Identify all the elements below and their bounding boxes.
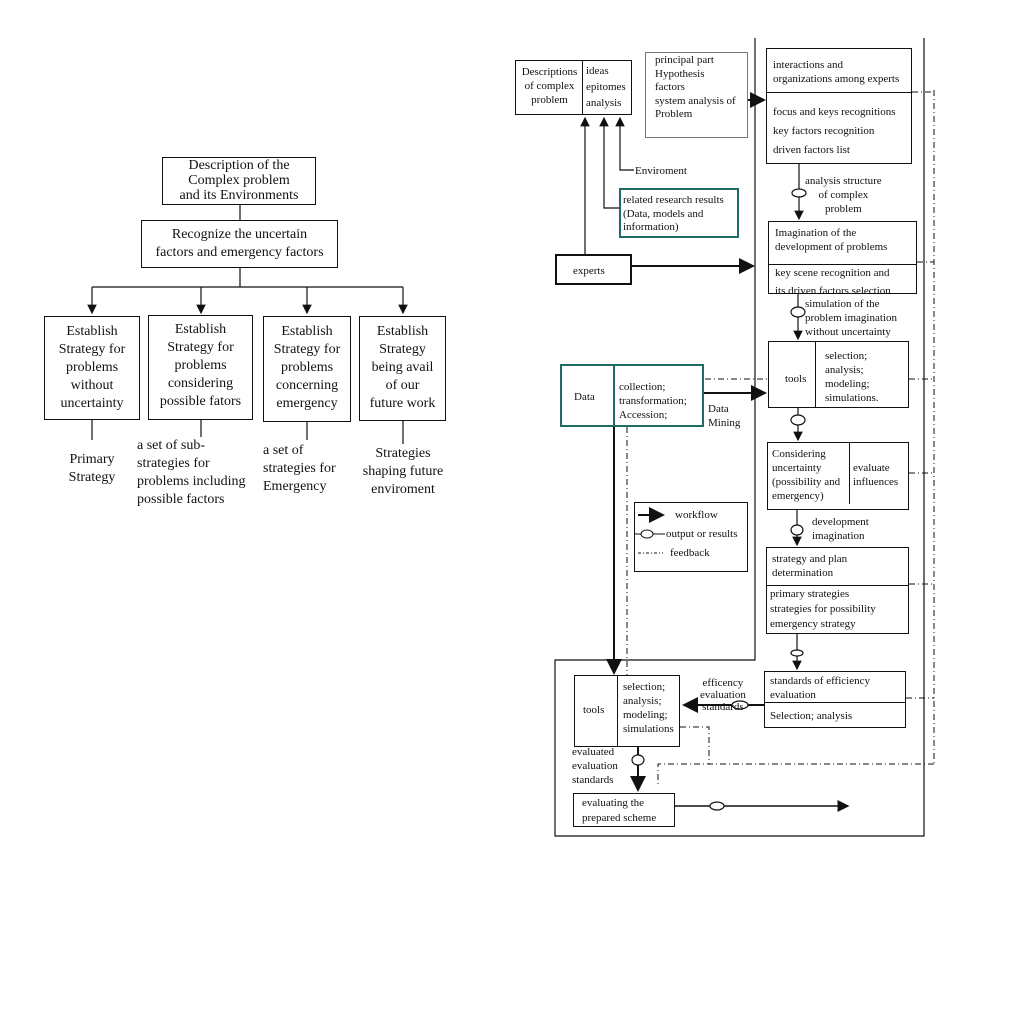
divider bbox=[767, 585, 908, 586]
result-text-1: Primary Strategy bbox=[68, 452, 116, 485]
principal-text: principal part Hypothesis factors system… bbox=[655, 54, 736, 120]
legend-symbols bbox=[635, 507, 665, 554]
strategy-top-text: strategy and plan determination bbox=[772, 553, 848, 579]
efficiency-standards-label: efficency evaluation standards bbox=[700, 677, 746, 713]
analysis-structure-label: analysis structure of complex problem bbox=[805, 175, 882, 215]
evaluating-text: evaluating the prepared scheme bbox=[582, 797, 657, 824]
enviroment-label: Enviroment bbox=[635, 165, 687, 177]
recognize-factors-text: Recognize the uncertain factors and emer… bbox=[155, 227, 324, 260]
tools-box: tools selection; analysis; modeling; sim… bbox=[768, 341, 909, 408]
data-box: Data collection; transformation; Accessi… bbox=[560, 364, 704, 427]
related-research-text: related research results (Data, models a… bbox=[623, 194, 724, 233]
complex-problem-text: Description of the Complex problem and i… bbox=[179, 158, 299, 203]
legend: workflow output or results feedback bbox=[634, 502, 748, 572]
imagination-box: Imagination of the development of proble… bbox=[768, 221, 917, 297]
interactions-bottom-text: focus and keys recognitions key factors … bbox=[773, 106, 896, 156]
legend-workflow: workflow bbox=[675, 509, 718, 521]
experts-box: experts bbox=[555, 254, 632, 285]
strategy-text-4: Establish Strategy being avail of our fu… bbox=[369, 324, 436, 411]
considering-text: Considering uncertainty (possibility and… bbox=[772, 448, 841, 502]
result-text-3: a set of strategies for Emergency bbox=[263, 443, 336, 494]
evaluating-scheme-box: evaluating the prepared scheme bbox=[573, 793, 675, 827]
divider bbox=[582, 61, 583, 114]
related-research-box: related research results (Data, models a… bbox=[619, 188, 739, 238]
considering-uncertainty-box: Considering uncertainty (possibility and… bbox=[767, 442, 909, 510]
tools-items: selection; analysis; modeling; simulatio… bbox=[825, 350, 879, 404]
tools-evaluation-box: tools selection; analysis; modeling; sim… bbox=[574, 675, 680, 747]
divider bbox=[849, 443, 850, 504]
principal-box: principal part Hypothesis factors system… bbox=[645, 52, 748, 138]
legend-output: output or results bbox=[666, 528, 738, 540]
result-text-4: Strategies shaping future enviroment bbox=[362, 446, 444, 497]
standards-box: standards of efficiency evaluation Selec… bbox=[764, 671, 906, 728]
standards-top-text: standards of efficiency evaluation bbox=[770, 675, 870, 701]
strategy-box-4: Establish Strategy being avail of our fu… bbox=[359, 316, 446, 421]
divider bbox=[613, 366, 615, 425]
divider bbox=[815, 342, 816, 407]
tools-label: tools bbox=[785, 373, 807, 385]
descriptions-text: Descriptions of complex problem bbox=[521, 66, 578, 106]
imagination-top-text: Imagination of the development of proble… bbox=[775, 227, 888, 253]
divider bbox=[765, 702, 905, 703]
complex-problem-box: Description of the Complex problem and i… bbox=[162, 157, 316, 205]
ideas-text: ideas epitomes analysis bbox=[586, 65, 626, 109]
recognize-factors-box: Recognize the uncertain factors and emer… bbox=[141, 220, 338, 268]
development-label: development imagination bbox=[812, 516, 869, 542]
strategy-box-2: Establish Strategy for problems consider… bbox=[148, 315, 253, 420]
interactions-box: interactions and organizations among exp… bbox=[766, 48, 912, 164]
output-ovals bbox=[631, 188, 807, 811]
strategy-bottom-text: primary strategies strategies for possib… bbox=[770, 588, 876, 630]
data-mining-label: Data Mining bbox=[708, 403, 741, 429]
simulation-label: simulation of the problem imagination wi… bbox=[805, 298, 897, 338]
divider bbox=[769, 264, 916, 265]
standards-bottom-text: Selection; analysis bbox=[770, 710, 853, 722]
data-label: Data bbox=[574, 391, 595, 403]
data-items: collection; transformation; Accession; bbox=[619, 381, 687, 421]
result-text-2: a set of sub- strategies for problems in… bbox=[137, 438, 246, 507]
tools2-label: tools bbox=[583, 704, 605, 716]
strategy-plan-box: strategy and plan determination primary … bbox=[766, 547, 909, 634]
interactions-top-text: interactions and organizations among exp… bbox=[773, 59, 900, 85]
strategy-text-1: Establish Strategy for problems without … bbox=[58, 324, 126, 411]
evaluate-text: evaluate influences bbox=[853, 462, 899, 488]
strategy-text-2: Establish Strategy for problems consider… bbox=[159, 322, 242, 409]
descriptions-box: Descriptions of complex problem ideas ep… bbox=[515, 60, 632, 115]
tools2-items: selection; analysis; modeling; simulatio… bbox=[623, 681, 674, 735]
strategy-box-3: Establish Strategy for problems concerni… bbox=[263, 316, 351, 422]
divider bbox=[617, 676, 618, 746]
legend-feedback: feedback bbox=[670, 547, 710, 559]
evaluated-standards-label: evaluated evaluation standards bbox=[572, 746, 618, 786]
strategy-text-3: Establish Strategy for problems concerni… bbox=[273, 324, 341, 411]
imagination-bottom-text: key scene recognition and its driven fac… bbox=[775, 267, 891, 297]
strategy-box-1: Establish Strategy for problems without … bbox=[44, 316, 140, 420]
experts-text: experts bbox=[573, 265, 605, 277]
divider bbox=[767, 92, 911, 93]
